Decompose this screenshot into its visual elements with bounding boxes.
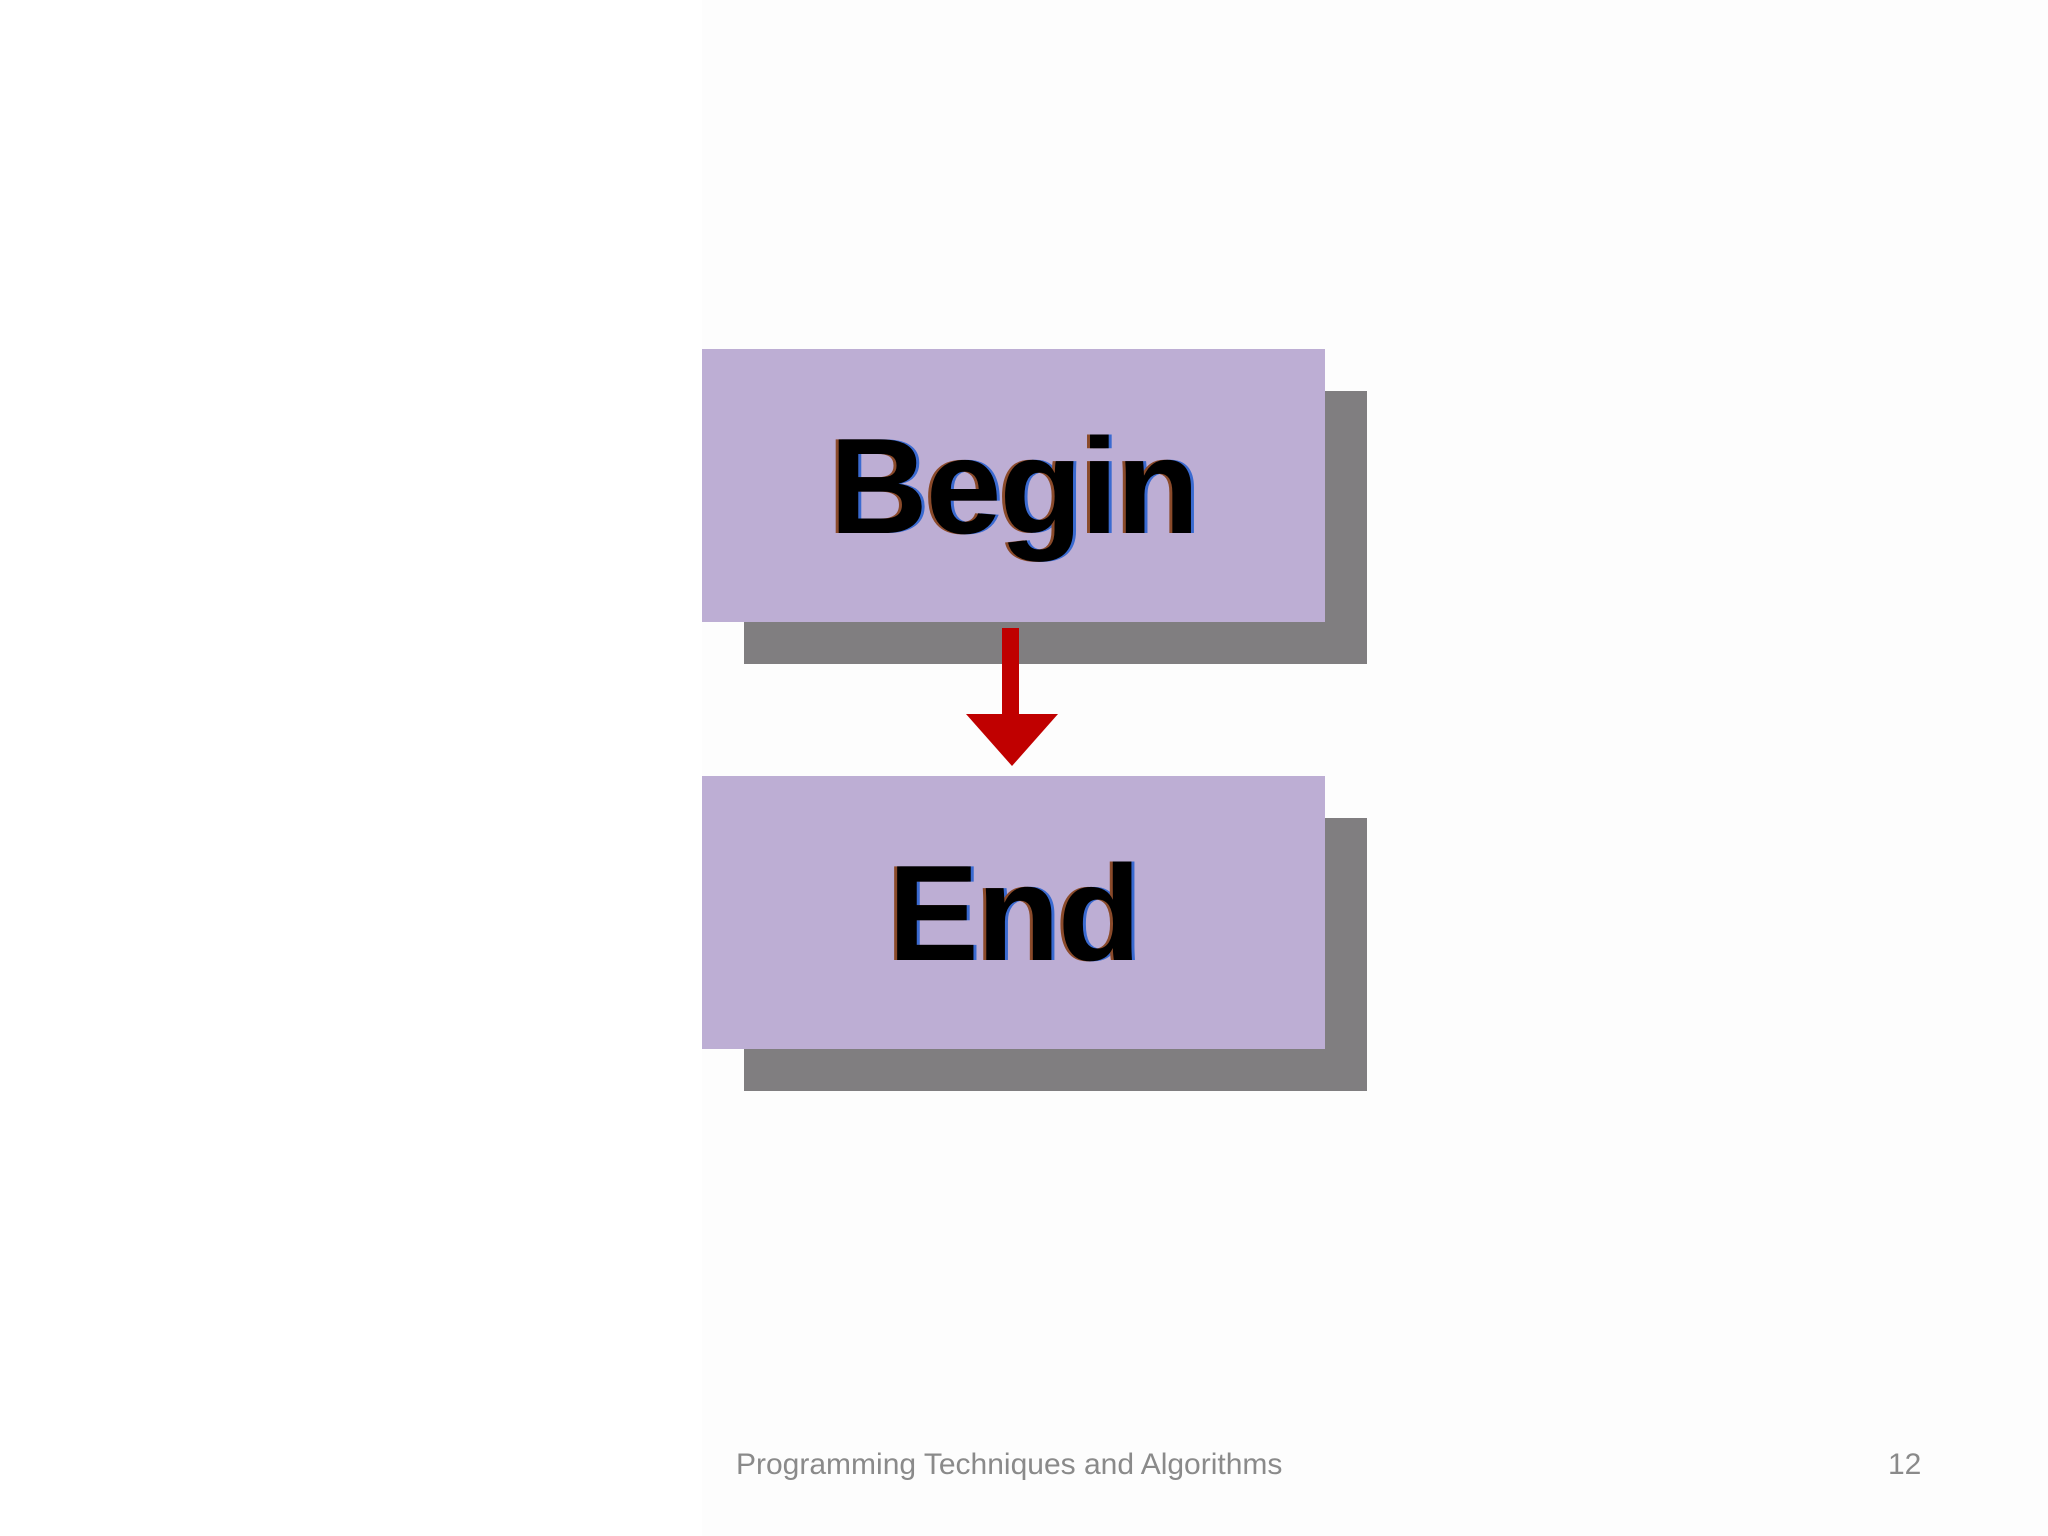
page-number: 12 [1888,1448,1922,1481]
diagram-image-area [702,0,2048,1536]
flow-arrow-shaft [1002,628,1019,718]
begin-node: Begin [702,349,1325,622]
footer-title: Programming Techniques and Algorithms [736,1448,1283,1481]
end-node: End [702,776,1325,1049]
flow-arrow [966,628,1058,766]
end-node-label: End [888,836,1141,989]
flow-arrow-head [966,714,1058,766]
begin-node-label: Begin [829,409,1200,562]
